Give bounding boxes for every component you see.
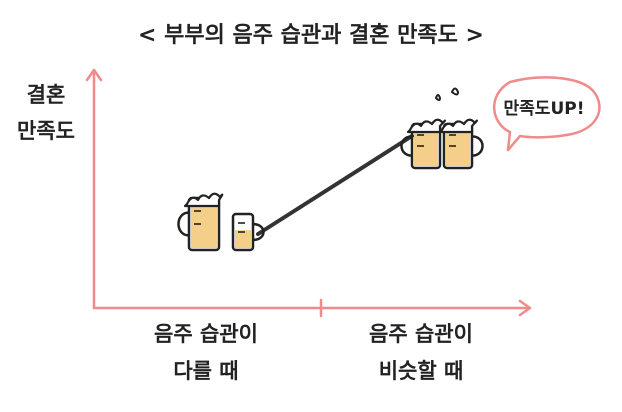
- chart-title: < 부부의 음주 습관과 결혼 만족도 >: [138, 23, 484, 48]
- splash-drop: [450, 87, 460, 96]
- mug-outline: [231, 212, 255, 252]
- mug-beer: [191, 205, 217, 248]
- mug-foam: [183, 192, 224, 208]
- mug-large: [177, 192, 224, 252]
- x-tick-label-2-line-1: 음주 습관이: [369, 322, 473, 346]
- annotation-bubble: 만족도UP!: [492, 76, 601, 152]
- marker-mugs-different: [177, 192, 265, 252]
- mug-beer: [414, 130, 438, 166]
- mug-beer: [235, 230, 251, 248]
- mug-foam: [406, 118, 447, 134]
- mug-handle: [471, 135, 484, 157]
- mug-handle: [400, 135, 413, 157]
- x-tick-label-1-line-2: 다를 때: [173, 359, 238, 383]
- x-tick-label-2-line-2: 비슷할 때: [379, 359, 464, 383]
- marker-layer: [177, 87, 484, 252]
- y-axis-label-line-2: 만족도: [17, 119, 75, 143]
- x-tick-label-1-line-1: 음주 습관이: [154, 322, 258, 346]
- mug-handle: [252, 222, 265, 242]
- y-axis-arrow: [85, 68, 103, 82]
- series-line: [256, 134, 414, 236]
- mug-small: [231, 212, 265, 252]
- annotation-text: 만족도UP!: [504, 99, 585, 119]
- series-layer: [256, 134, 414, 236]
- mug-handle: [177, 211, 190, 237]
- mug-left: [400, 118, 447, 170]
- marker-mugs-similar: [400, 87, 484, 170]
- mug-right: [438, 118, 484, 170]
- splash-drop: [434, 94, 442, 101]
- axes: [85, 68, 532, 318]
- mug-foam: [438, 118, 479, 134]
- y-axis-label-line-1: 결혼: [27, 83, 66, 107]
- x-axis-arrow: [518, 299, 532, 317]
- mug-beer: [446, 130, 470, 166]
